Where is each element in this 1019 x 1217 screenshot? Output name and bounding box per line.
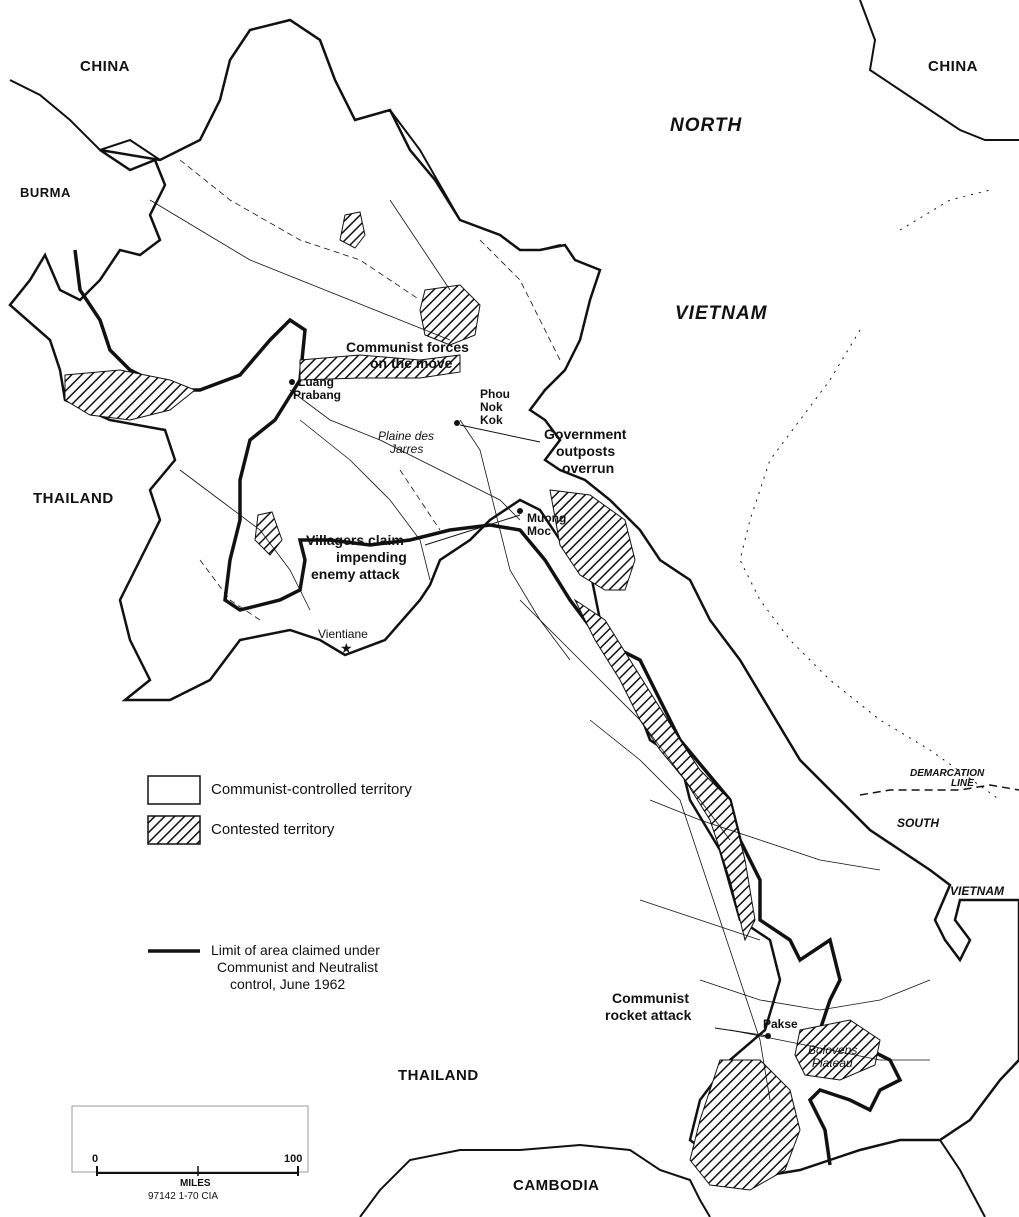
note-gov-1: Government <box>544 426 627 442</box>
luang-prabang-dot <box>289 379 295 385</box>
note-villagers-2: impending <box>336 549 407 565</box>
label-nok: Nok <box>480 400 503 414</box>
label-prabang: Prabang <box>293 388 342 402</box>
provincial-lines <box>179 159 561 621</box>
label-thailand-west: THAILAND <box>33 490 114 507</box>
note-villagers-1: Villagers claim <box>306 532 404 548</box>
scale-unit: MILES <box>180 1178 211 1189</box>
rocket-leader <box>714 1027 769 1037</box>
contested-north-blob <box>339 211 366 249</box>
legend-communist-swatch <box>147 775 201 805</box>
label-pakse: Pakse <box>763 1017 798 1031</box>
note-rocket-1: Communist <box>612 990 689 1006</box>
label-burma: BURMA <box>20 185 71 200</box>
scale-start: 0 <box>92 1153 99 1165</box>
label-luang: Luang <box>298 375 334 389</box>
contested-east <box>549 489 636 591</box>
label-china-left: CHINA <box>80 58 130 75</box>
contested-south-west <box>689 1059 801 1191</box>
laos-outline <box>8 18 1019 1177</box>
label-line: LINE <box>951 778 974 789</box>
label-plateau: Plateau <box>812 1056 853 1070</box>
contested-west <box>64 369 196 421</box>
label-china-right: CHINA <box>928 58 978 75</box>
legend-limit-2: Communist and Neutralist <box>217 959 379 975</box>
label-vientiane: Vientiane <box>318 627 368 641</box>
legend-contested-swatch <box>147 815 201 845</box>
contested-bolovens <box>794 1019 881 1081</box>
legend-communist-controlled: Communist-controlled territory <box>211 781 412 798</box>
cambodia-east-border <box>939 1139 986 1217</box>
label-kok: Kok <box>480 413 503 427</box>
label-phou: Phou <box>480 387 510 401</box>
villagers-leader <box>424 514 521 546</box>
label-jarres: Jarres <box>390 442 424 456</box>
gov-leader <box>459 424 541 443</box>
rivers-roads <box>149 199 931 1101</box>
note-villagers-3: enemy attack <box>311 566 400 582</box>
label-muong: Muong <box>527 511 567 525</box>
contested-small-west <box>254 511 283 556</box>
muong-moc-dot <box>517 508 523 514</box>
phou-nok-kok-dot <box>454 420 460 426</box>
vientiane-star: ★ <box>340 641 353 657</box>
china-border-right <box>859 0 1019 141</box>
legend-contested: Contested territory <box>211 821 335 838</box>
label-cambodia: CAMBODIA <box>513 1177 600 1194</box>
label-plaine: Plaine des <box>378 429 435 443</box>
contested-strip <box>573 598 756 942</box>
label-thailand-south: THAILAND <box>398 1067 479 1084</box>
note-gov-3: overrun <box>562 460 615 476</box>
note-rocket-2: rocket attack <box>605 1007 692 1023</box>
label-south: SOUTH <box>897 816 939 830</box>
note-communist-forces-1: Communist forces <box>346 339 469 355</box>
note-communist-forces-2: on the move <box>370 355 453 371</box>
note-gov-2: outposts <box>556 443 616 459</box>
demarcation-line <box>859 784 1019 796</box>
vietnam-coast <box>739 189 1001 801</box>
scale-box <box>71 1105 309 1173</box>
thailand-cambodia-border <box>359 1143 711 1217</box>
label-bolovens: Bolovens <box>808 1043 858 1057</box>
contested-band-north <box>299 354 461 381</box>
label-north: NORTH <box>670 115 743 136</box>
label-demarcation: DEMARCATION <box>910 768 985 779</box>
scale-end: 100 <box>284 1153 303 1165</box>
scale-credit: 97142 1-70 CIA <box>148 1191 219 1202</box>
legend-limit-3: control, June 1962 <box>230 976 346 992</box>
label-vietnam-south: VIETNAM <box>950 884 1004 898</box>
label-moc: Moc <box>527 524 551 538</box>
contested-center-blob <box>419 284 481 346</box>
legend-limit-1: Limit of area claimed under <box>211 942 380 958</box>
label-vietnam: VIETNAM <box>675 303 768 324</box>
